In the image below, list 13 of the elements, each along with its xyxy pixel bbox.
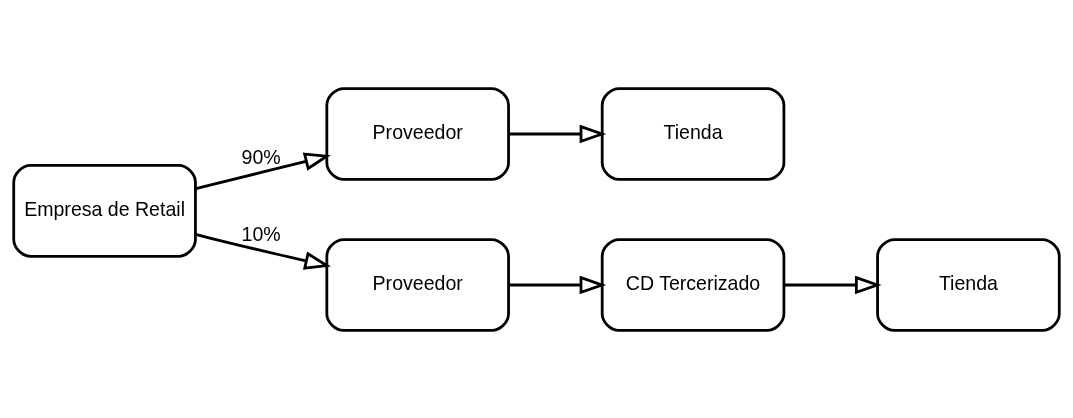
arrow [508,275,607,294]
node-box: CD Tercerizado [600,237,786,332]
node-box: Proveedor [325,237,510,332]
edge-label: 90% [241,145,281,168]
node-box: Empresa de Retail [12,163,197,258]
arrow [195,152,331,190]
node-box: Tienda [876,237,1061,332]
arrow [508,124,607,143]
arrow [195,232,331,270]
node-box: Tienda [600,86,786,181]
node-box: Proveedor [325,86,510,181]
arrow [784,275,882,294]
edge-label: 10% [241,222,281,245]
